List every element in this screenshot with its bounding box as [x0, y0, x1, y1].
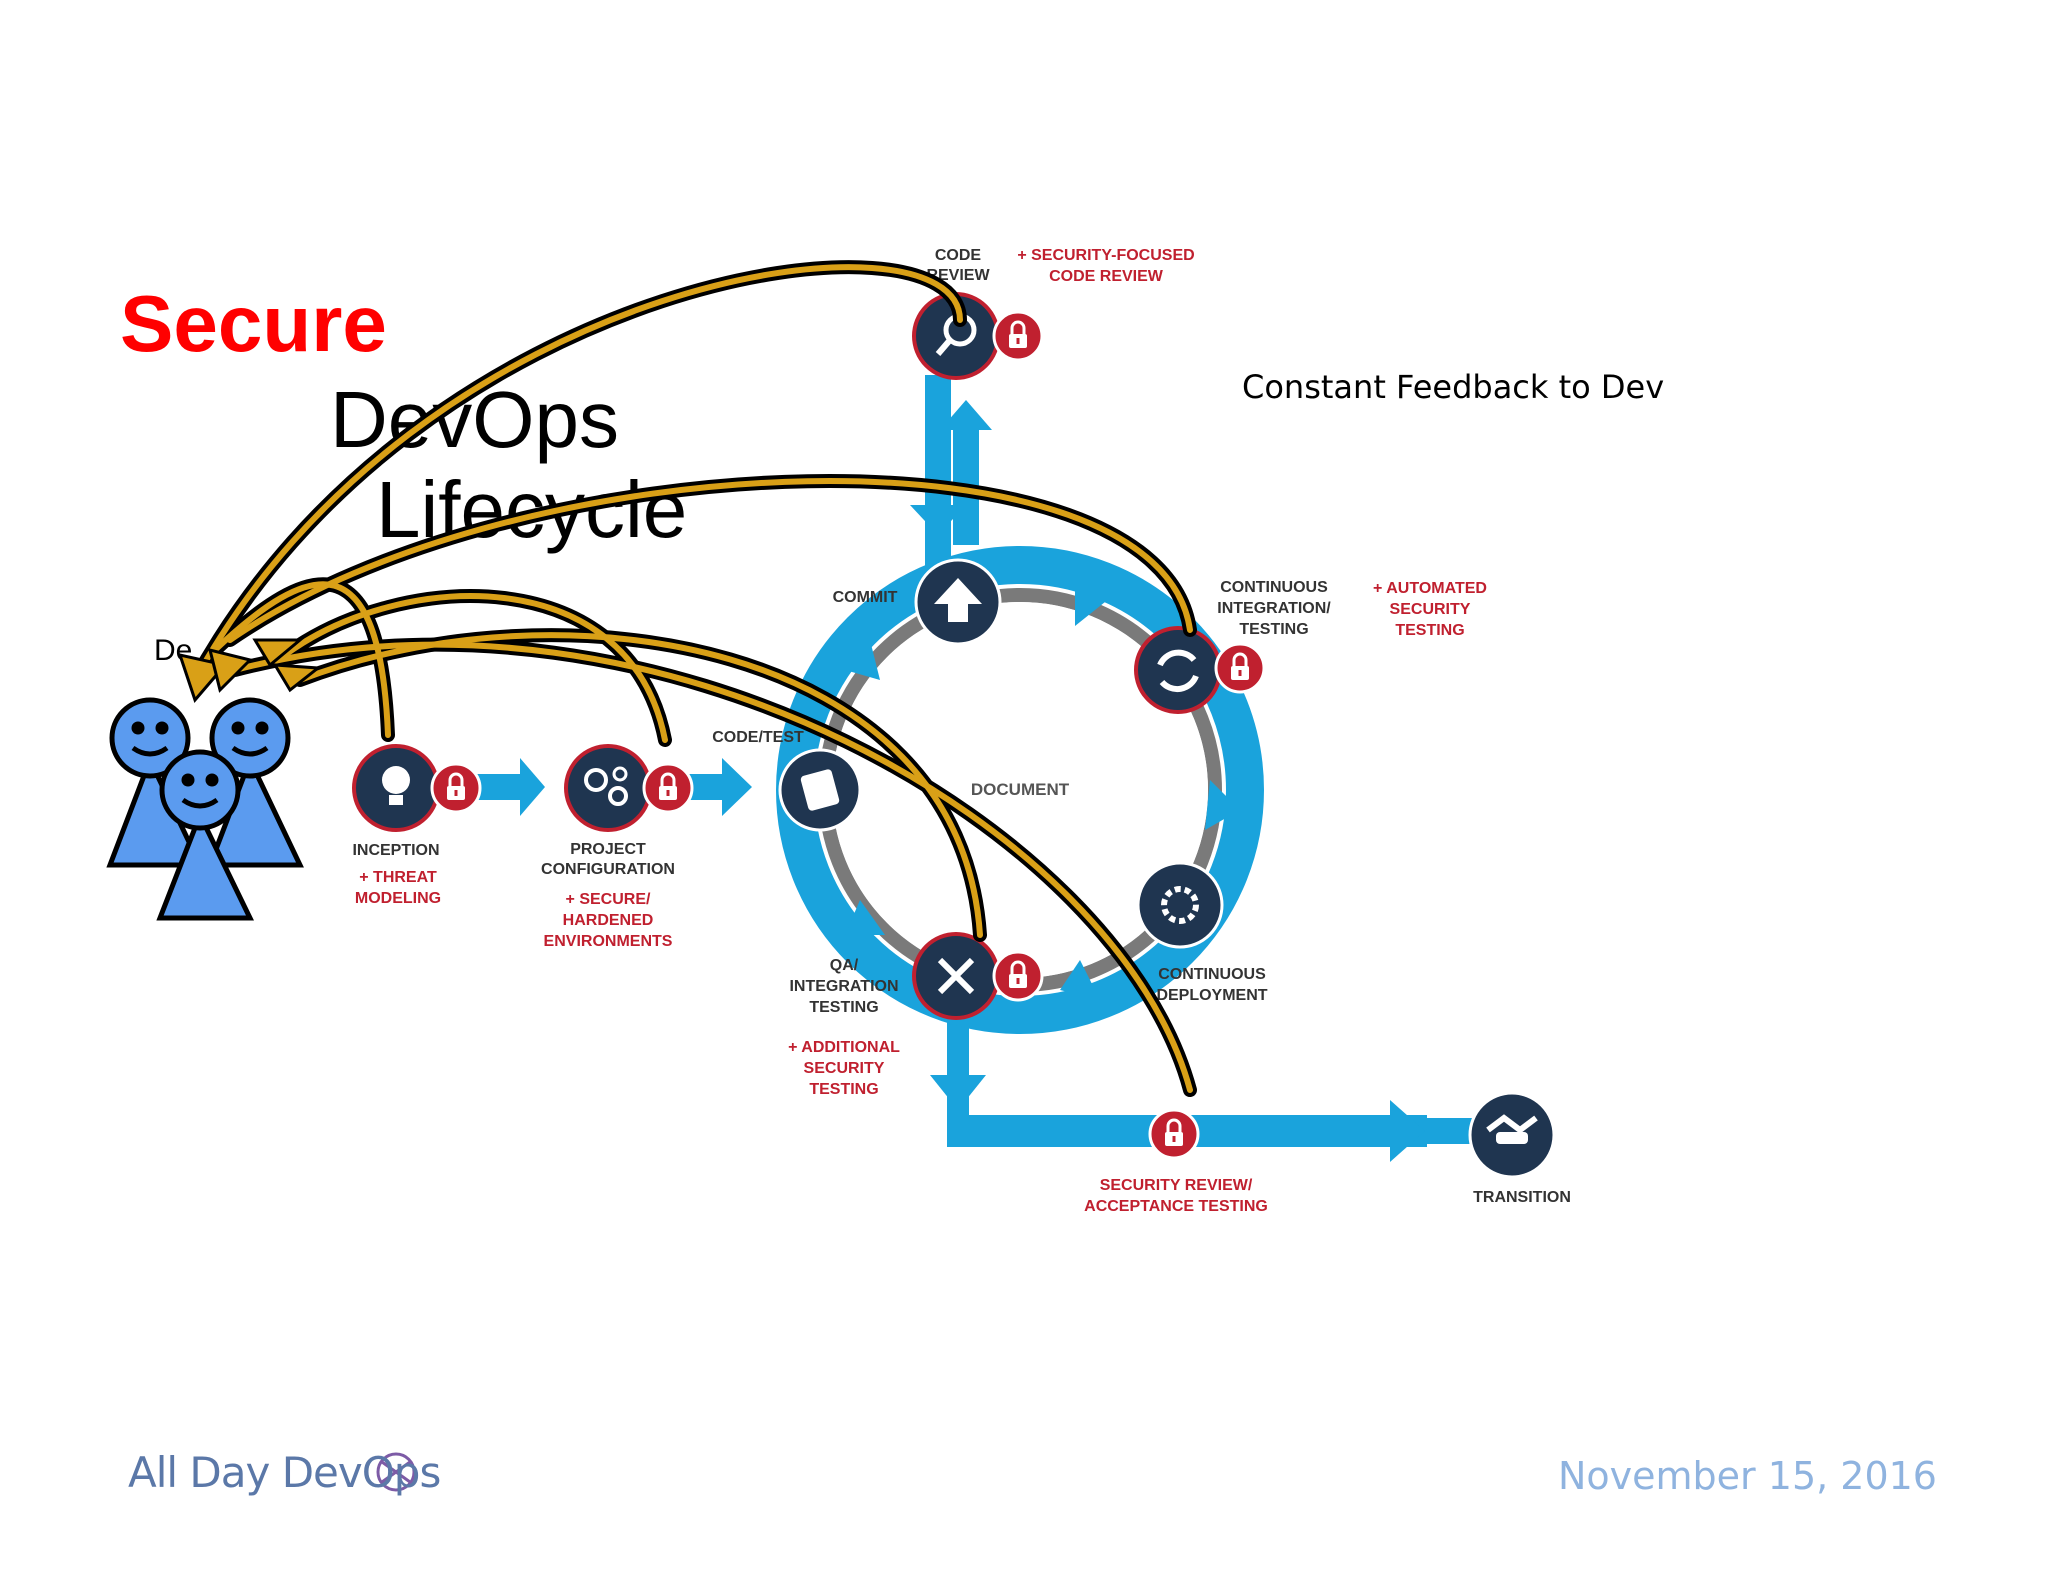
lock-icon — [1148, 1108, 1200, 1160]
threat-modeling-1: + THREAT — [359, 869, 437, 886]
ci-label-3: TESTING — [1239, 621, 1308, 638]
sec-review-label-1: SECURITY REVIEW/ — [1100, 1177, 1253, 1194]
developers-group — [106, 697, 304, 921]
lock-icon — [992, 310, 1044, 362]
node-security-review — [1148, 1108, 1200, 1160]
ci-label-2: INTEGRATION/ — [1217, 600, 1331, 617]
person-icon — [156, 749, 254, 921]
person-icon — [106, 697, 204, 868]
center-label: DOCUMENT — [971, 780, 1070, 799]
qa-label-2: INTEGRATION — [789, 978, 898, 995]
node-ci — [1134, 626, 1266, 714]
qa-label-1: QA/ — [830, 957, 859, 974]
commit-label: COMMIT — [833, 589, 898, 606]
lock-icon — [1214, 642, 1266, 694]
secure-env-1: + SECURE/ — [566, 891, 651, 908]
gears-icon — [584, 766, 628, 806]
add-sec-testing-3: TESTING — [809, 1081, 878, 1098]
lock-icon — [642, 762, 694, 814]
sync-icon — [1157, 649, 1199, 693]
sec-code-review-1: + SECURITY-FOCUSED — [1017, 247, 1194, 264]
secure-env-3: ENVIRONMENTS — [544, 933, 673, 950]
node-cd — [1136, 861, 1224, 949]
slide-date: November 15, 2016 — [1558, 1454, 1937, 1498]
cd-label-1: CONTINUOUS — [1158, 966, 1266, 983]
node-code-review — [912, 292, 1044, 380]
project-config-label-2: CONFIGURATION — [541, 861, 675, 878]
logo-text: All Day DevOps — [128, 1448, 441, 1497]
lock-icon — [430, 762, 482, 814]
code-review-label-1: CODE — [935, 247, 982, 264]
transition-label: TRANSITION — [1473, 1189, 1571, 1206]
cd-label-2: DEPLOYMENT — [1156, 987, 1267, 1004]
scroll-icon — [800, 769, 840, 811]
feedback-note: Constant Feedback to Dev — [1242, 368, 1665, 406]
project-config-label-1: PROJECT — [570, 841, 646, 858]
node-transition — [1468, 1091, 1556, 1179]
node-commit — [914, 558, 1002, 646]
logo-mark — [376, 1452, 416, 1492]
tools-icon — [937, 957, 975, 995]
lightbulb-icon — [382, 766, 410, 805]
node-qa — [912, 932, 1044, 1020]
add-sec-testing-2: SECURITY — [804, 1060, 885, 1077]
code-test-label: CODE/TEST — [712, 729, 804, 746]
node-code-test — [778, 748, 862, 832]
lock-icon — [992, 950, 1044, 1002]
handshake-icon — [1486, 1114, 1538, 1144]
node-project-config — [564, 744, 694, 832]
sec-code-review-2: CODE REVIEW — [1049, 268, 1164, 285]
auto-sec-testing-2: SECURITY — [1390, 601, 1471, 618]
title-secure: Secure — [120, 279, 387, 368]
inception-label: INCEPTION — [352, 842, 439, 859]
ci-label-1: CONTINUOUS — [1220, 579, 1328, 596]
upload-icon — [934, 578, 982, 622]
qa-label-3: TESTING — [809, 999, 878, 1016]
auto-sec-testing-3: TESTING — [1395, 622, 1464, 639]
auto-sec-testing-1: + AUTOMATED — [1373, 580, 1487, 597]
threat-modeling-2: MODELING — [355, 890, 441, 907]
add-sec-testing-1: + ADDITIONAL — [788, 1039, 900, 1056]
node-inception — [352, 744, 482, 832]
sec-review-label-2: ACCEPTANCE TESTING — [1084, 1198, 1268, 1215]
secure-env-2: HARDENED — [563, 912, 654, 929]
gear-sync-icon — [1161, 886, 1199, 924]
feedback-arcs — [177, 260, 1197, 1097]
